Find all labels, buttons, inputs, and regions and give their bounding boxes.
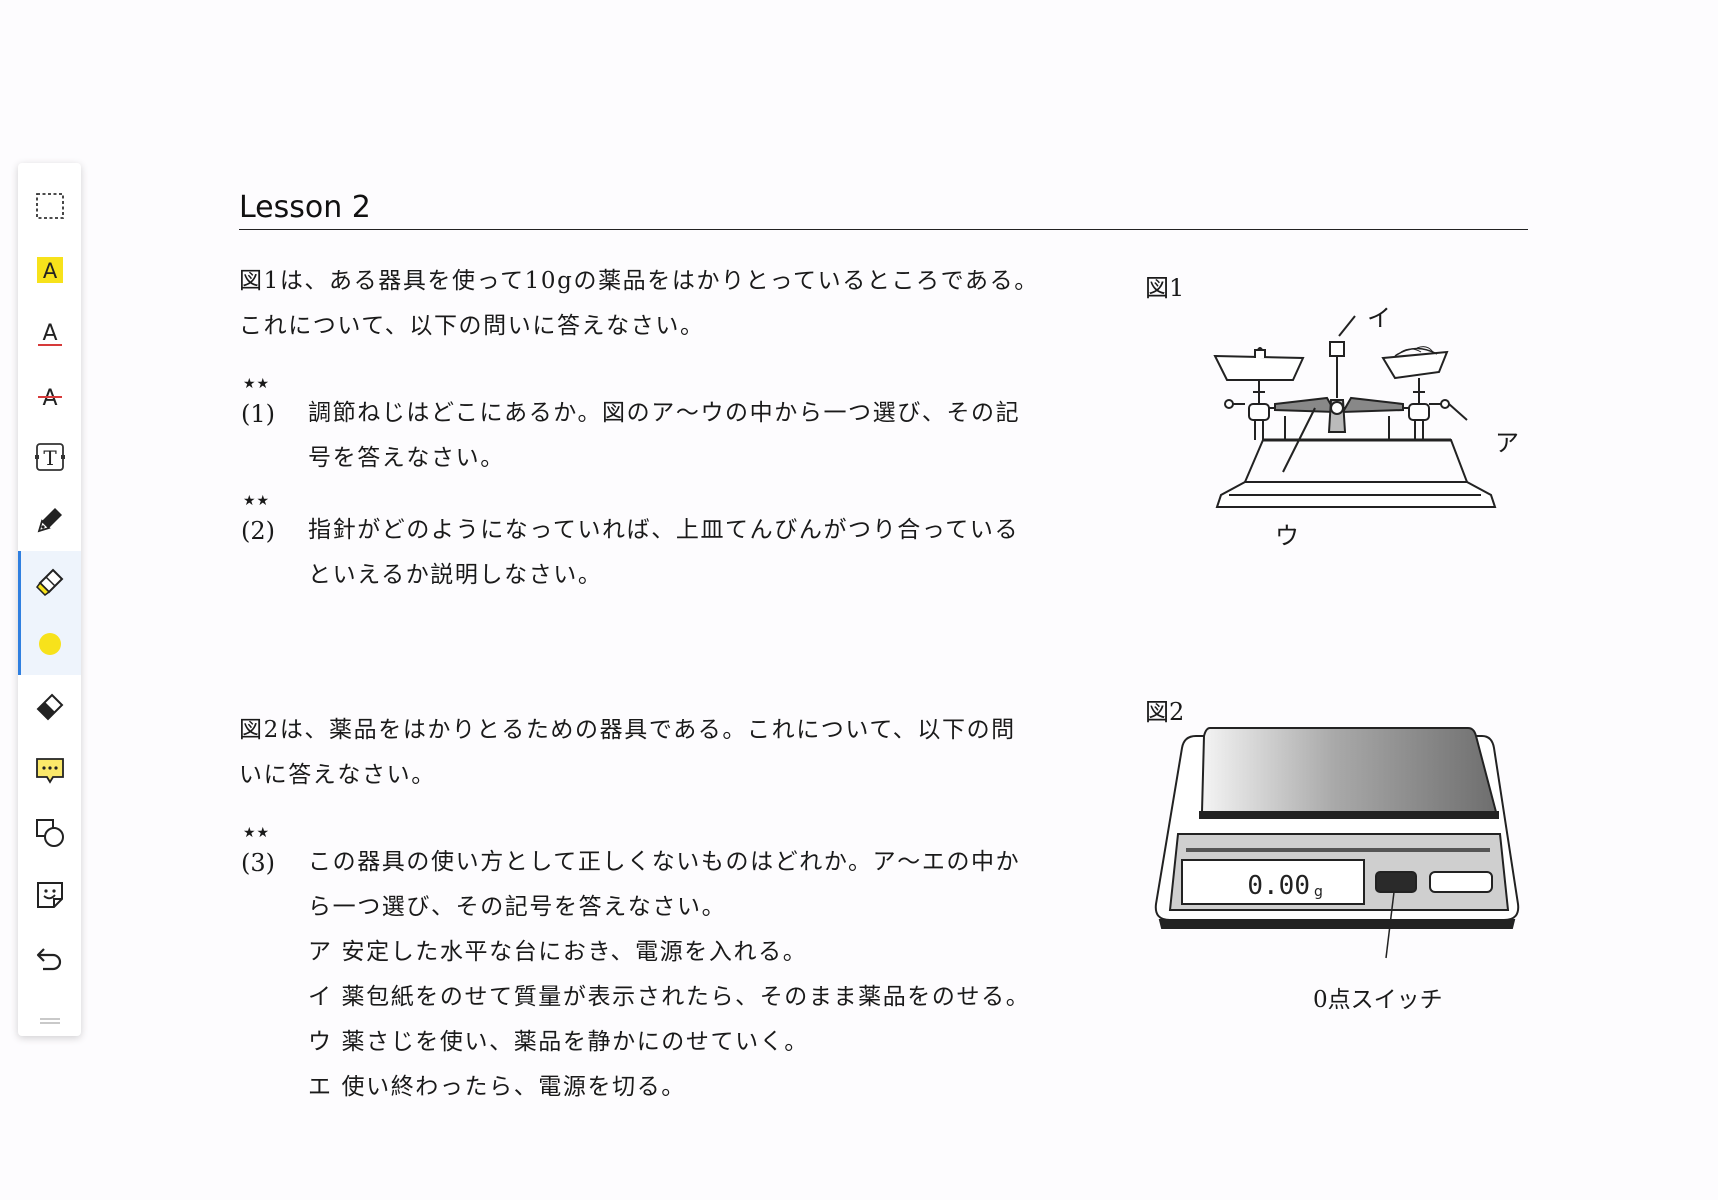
pen-tool-button[interactable] <box>18 489 81 551</box>
highlighter-icon <box>35 568 63 596</box>
comment-tool-button[interactable] <box>18 739 81 801</box>
svg-text:A: A <box>42 321 57 346</box>
comment-bubble-icon <box>35 758 64 784</box>
underline-text-tool-button[interactable]: A <box>18 302 81 364</box>
sticker-tool-button[interactable] <box>18 864 81 926</box>
q3-option-e: エ 使い終わったら、電源を切る。 <box>308 1074 686 1100</box>
question-number-3: (3) <box>241 849 275 877</box>
highlight-text-tool-button[interactable]: A <box>18 239 81 301</box>
question-text-3: この器具の使い方として正しくないものはどれか。ア～エの中か ら一つ選び、その記号… <box>308 840 1108 1110</box>
intro-paragraph-2: 図2は、薬品をはかりとるための器具である。これについて、以下の問 いに答えなさい… <box>239 708 1099 798</box>
select-tool-button[interactable] <box>18 175 81 237</box>
electronic-scale-illustration: 0.00 g <box>1154 727 1520 959</box>
svg-text:A: A <box>42 386 57 411</box>
figure-2-label: 図2 <box>1145 698 1185 726</box>
q3-option-a: ア 安定した水平な台におき、電源を入れる。 <box>308 939 808 965</box>
question-number-2: (2) <box>241 517 275 545</box>
difficulty-stars-q1: ★★ <box>243 376 271 392</box>
question-text-2: 指針がどのようになっていれば、上皿てんびんがつり合っている といえるか説明しなさ… <box>308 508 1108 598</box>
text-box-icon: T <box>34 443 65 471</box>
difficulty-stars-q3: ★★ <box>243 825 271 841</box>
pen-icon <box>37 508 62 533</box>
title-divider <box>239 229 1528 230</box>
strikethrough-text-tool-button[interactable]: A <box>18 365 81 427</box>
highlighter-tool-button[interactable] <box>18 551 81 613</box>
callout-u-label: ウ <box>1275 522 1299 550</box>
underline-a-icon: A <box>37 321 62 346</box>
annotation-toolbar: A A A T <box>18 163 81 1036</box>
eraser-tool-button[interactable] <box>18 676 81 738</box>
zero-switch-label: 0点スイッチ <box>1313 987 1443 1013</box>
shapes-tool-button[interactable] <box>18 802 81 864</box>
intro2-line-1: 図2は、薬品をはかりとるための器具である。これについて、以下の問 <box>239 717 1016 743</box>
question-text-1: 調節ねじはどこにあるか。図のア～ウの中から一つ選び、その記 号を答えなさい。 <box>308 391 1108 481</box>
difficulty-stars-q2: ★★ <box>243 493 271 509</box>
q3-option-i: イ 薬包紙をのせて質量が表示されたら、そのまま薬品をのせる。 <box>308 984 1031 1010</box>
lesson-title: Lesson 2 <box>239 190 371 225</box>
q1-line-1: 調節ねじはどこにあるか。図のア～ウの中から一つ選び、その記 <box>308 400 1021 426</box>
shapes-icon <box>35 819 64 847</box>
scale-display-unit: g <box>1314 884 1323 900</box>
q1-line-2: 号を答えなさい。 <box>308 445 505 471</box>
balance-scale-illustration <box>1213 315 1497 508</box>
intro1-line-2: これについて、以下の問いに答えなさい。 <box>239 313 705 339</box>
highlight-a-icon: A <box>36 257 63 283</box>
undo-button[interactable] <box>18 928 81 990</box>
intro-paragraph-1: 図1は、ある器具を使って10gの薬品をはかりとっているところである。 これについ… <box>239 259 1099 349</box>
q3-option-u: ウ 薬さじを使い、薬品を静かにのせていく。 <box>308 1029 809 1055</box>
question-number-1: (1) <box>241 400 275 428</box>
callout-a-label: ア <box>1495 429 1519 457</box>
toolbar-drag-handle[interactable] <box>40 1018 60 1024</box>
q2-line-2: といえるか説明しなさい。 <box>308 562 603 588</box>
intro1-line-1: 図1は、ある器具を使って10gの薬品をはかりとっているところである。 <box>239 268 1039 294</box>
q3-line-1: この器具の使い方として正しくないものはどれか。ア～エの中か <box>308 849 1021 875</box>
q2-line-1: 指針がどのようになっていれば、上皿てんびんがつり合っている <box>308 517 1020 543</box>
text-box-tool-button[interactable]: T <box>18 426 81 488</box>
eraser-icon <box>36 693 63 721</box>
svg-text:T: T <box>43 446 57 470</box>
callout-i-label: イ <box>1367 304 1391 332</box>
strikethrough-a-icon: A <box>37 386 62 411</box>
q3-line-2: ら一つ選び、その記号を答えなさい。 <box>308 894 727 920</box>
dashed-rectangle-icon <box>35 193 64 219</box>
color-dot-icon <box>38 633 61 655</box>
color-picker-button[interactable] <box>18 613 81 675</box>
svg-text:A: A <box>42 259 57 283</box>
figure-1-label: 図1 <box>1145 274 1185 302</box>
scale-display-reading: 0.00 <box>1247 871 1310 901</box>
intro2-line-2: いに答えなさい。 <box>239 762 436 788</box>
undo-icon <box>36 948 61 971</box>
sticker-icon <box>36 882 63 908</box>
